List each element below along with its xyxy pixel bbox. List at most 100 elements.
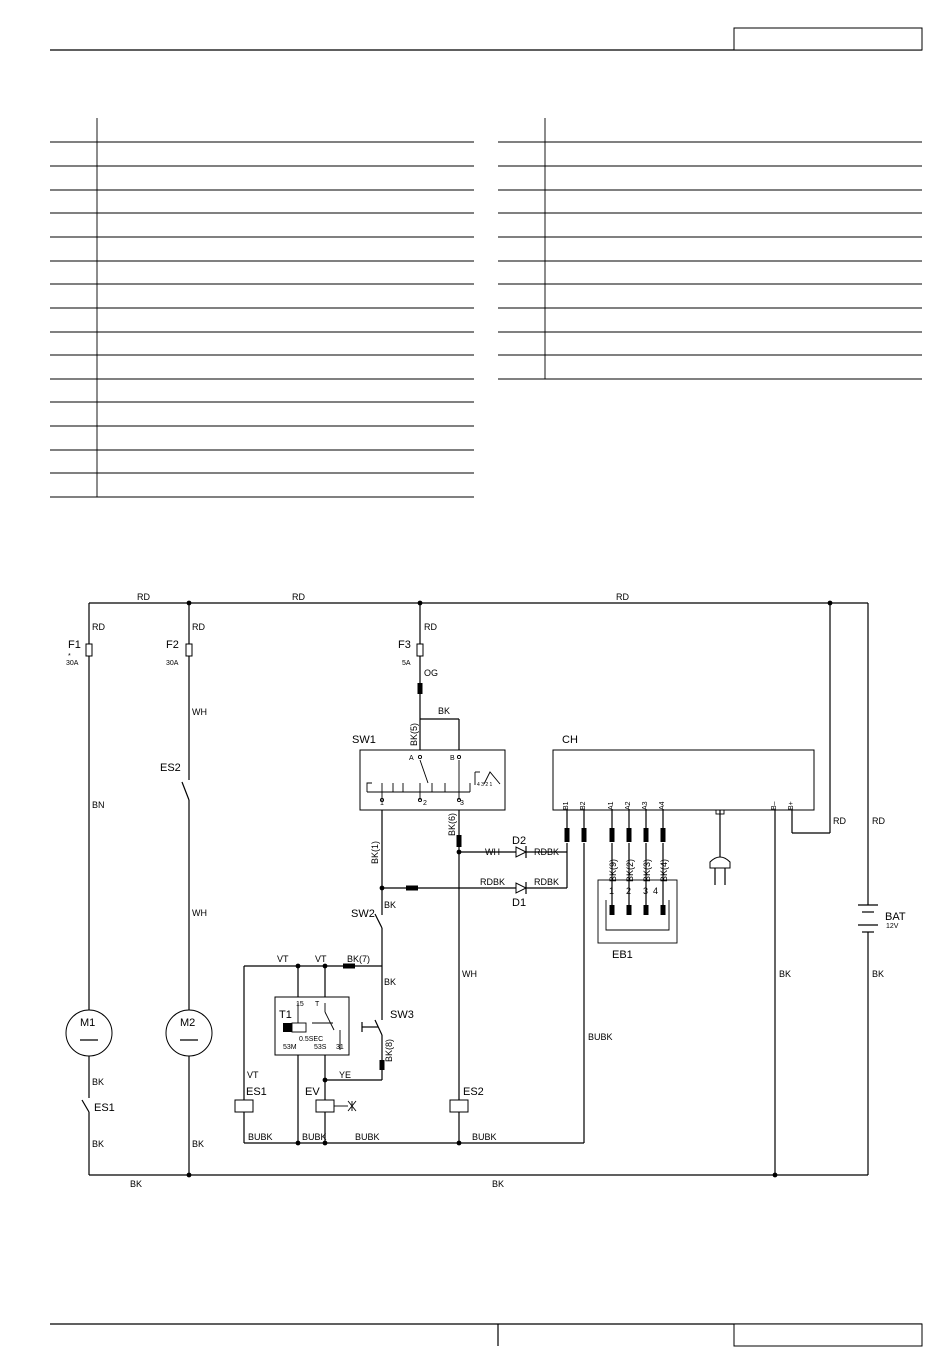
label-eb1-1: 1: [609, 886, 614, 896]
page-footer: [50, 1323, 923, 1347]
label-eb1-4: 4: [653, 886, 658, 896]
label-bk: BK: [92, 1077, 104, 1087]
label-bk1: BK(1): [370, 841, 380, 864]
label-sw1-a: A: [409, 755, 414, 762]
battery-bat: BAT 12V: [858, 904, 906, 933]
label-bk8: BK(8): [384, 1039, 394, 1062]
coil-es1: ES1: [234, 1086, 267, 1113]
label-rd: RD: [833, 816, 846, 826]
label-t1-53s: 53S: [314, 1044, 327, 1051]
label-vt: VT: [247, 1070, 259, 1080]
motor-m1: M1: [65, 1009, 113, 1057]
junctions: [186, 600, 833, 1178]
label-d1: D1: [512, 897, 526, 909]
label-ch-a3: A3: [642, 801, 649, 810]
battery-pack-eb1: 1 2 3 4 EB1: [597, 879, 678, 961]
label-rd: RD: [872, 816, 885, 826]
label-wh: WH: [462, 969, 477, 979]
label-bk: BK: [384, 977, 396, 987]
label-f3: F3: [398, 639, 411, 651]
label-bn: BN: [92, 800, 105, 810]
switch-es2-contact: ES2: [160, 762, 190, 801]
label-wh: WH: [192, 908, 207, 918]
label-sw1-1: 1: [380, 800, 384, 807]
label-f2: F2: [166, 639, 179, 651]
label-og: OG: [424, 668, 438, 678]
timer-relay-t1: 15 T T1 0.5SEC 53M 53S 31: [274, 996, 350, 1056]
motor-m2: M2: [165, 1009, 213, 1057]
label-rd: RD: [616, 592, 629, 602]
label-wh: WH: [485, 847, 500, 857]
label-bk: BK: [872, 969, 884, 979]
label-wh: WH: [192, 707, 207, 717]
label-bk: BK: [384, 900, 396, 910]
label-ch-bplus: B+: [788, 801, 795, 810]
label-sw1: SW1: [352, 734, 376, 746]
label-bubk: BUBK: [248, 1132, 273, 1142]
label-t1-31: 31: [336, 1044, 344, 1051]
label-ch: CH: [562, 734, 578, 746]
legend-table-right: [498, 118, 922, 380]
label-bk: BK: [492, 1179, 504, 1189]
label-eb1: EB1: [612, 949, 633, 961]
label-es2: ES2: [463, 1086, 484, 1098]
label-t1-15: 15: [296, 1001, 304, 1008]
switch-sw2: SW2: [351, 908, 383, 929]
legend-table-left: [50, 118, 474, 498]
mains-plug-icon: [709, 809, 731, 885]
fuse-f2: F2 30A: [166, 639, 193, 667]
label-ev: EV: [305, 1086, 320, 1098]
label-t1: T1: [279, 1009, 292, 1021]
connector-pins: [343, 683, 666, 1070]
label-rdbk: RDBK: [534, 877, 559, 887]
label-eb1-2: 2: [626, 886, 631, 896]
label-bk: BK: [130, 1179, 142, 1189]
switch-sw3: SW3: [361, 1009, 414, 1036]
label-f1-mark: *: [68, 653, 71, 660]
label-bat: 12V: [886, 923, 899, 930]
label-m2: M2: [180, 1017, 195, 1029]
fuse-f3: F3 5A: [398, 639, 424, 667]
label-ch-a4: A4: [659, 801, 666, 810]
label-es1: ES1: [94, 1102, 115, 1114]
label-es2: ES2: [160, 762, 181, 774]
label-ch-b1: B1: [563, 801, 570, 810]
label-sw3: SW3: [390, 1009, 414, 1021]
label-ch-a1: A1: [608, 801, 615, 810]
label-t1-53m: 53M: [283, 1044, 297, 1051]
label-bk5: BK(5): [409, 723, 419, 746]
diode-d1: D1: [512, 882, 528, 909]
label-vt: VT: [315, 954, 327, 964]
label-bk: BK: [779, 969, 791, 979]
label-bk3: BK(3): [642, 859, 652, 882]
label-eb1-3: 3: [643, 886, 648, 896]
label-sw1-b: B: [450, 755, 455, 762]
label-es1: ES1: [246, 1086, 267, 1098]
label-sw1-2: 2: [423, 800, 427, 807]
label-rd: RD: [92, 622, 105, 632]
label-rd: RD: [292, 592, 305, 602]
label-bubk: BUBK: [302, 1132, 327, 1142]
fuse-f1: F1 * 30A: [66, 639, 93, 667]
label-bubk: BUBK: [588, 1032, 613, 1042]
label-f2: 30A: [166, 660, 179, 667]
label-rdbk: RDBK: [534, 847, 559, 857]
footer-page-box: [733, 1323, 923, 1347]
label-m1: M1: [80, 1017, 95, 1029]
label-f1: F1: [68, 639, 81, 651]
charger-ch: CH B1 B2 A1 A2 A3 A4 B– B+: [552, 734, 815, 828]
label-bk: BK: [92, 1139, 104, 1149]
label-rd: RD: [424, 622, 437, 632]
label-bat: BAT: [885, 911, 906, 923]
label-ch-bminus: B–: [771, 801, 778, 810]
key-switch-sw1: SW1 A B 1 2 3 4 3 2 1: [352, 734, 506, 811]
wires: [88, 602, 869, 1176]
label-bk2: BK(2): [625, 859, 635, 882]
label-bk6: BK(6): [447, 813, 457, 836]
label-bk: BK: [438, 706, 450, 716]
label-sw1-pos: 4 3 2 1: [477, 782, 493, 788]
label-ye: YE: [339, 1070, 351, 1080]
diode-d2: D2: [512, 835, 528, 858]
switch-es1: ES1: [81, 1099, 115, 1114]
